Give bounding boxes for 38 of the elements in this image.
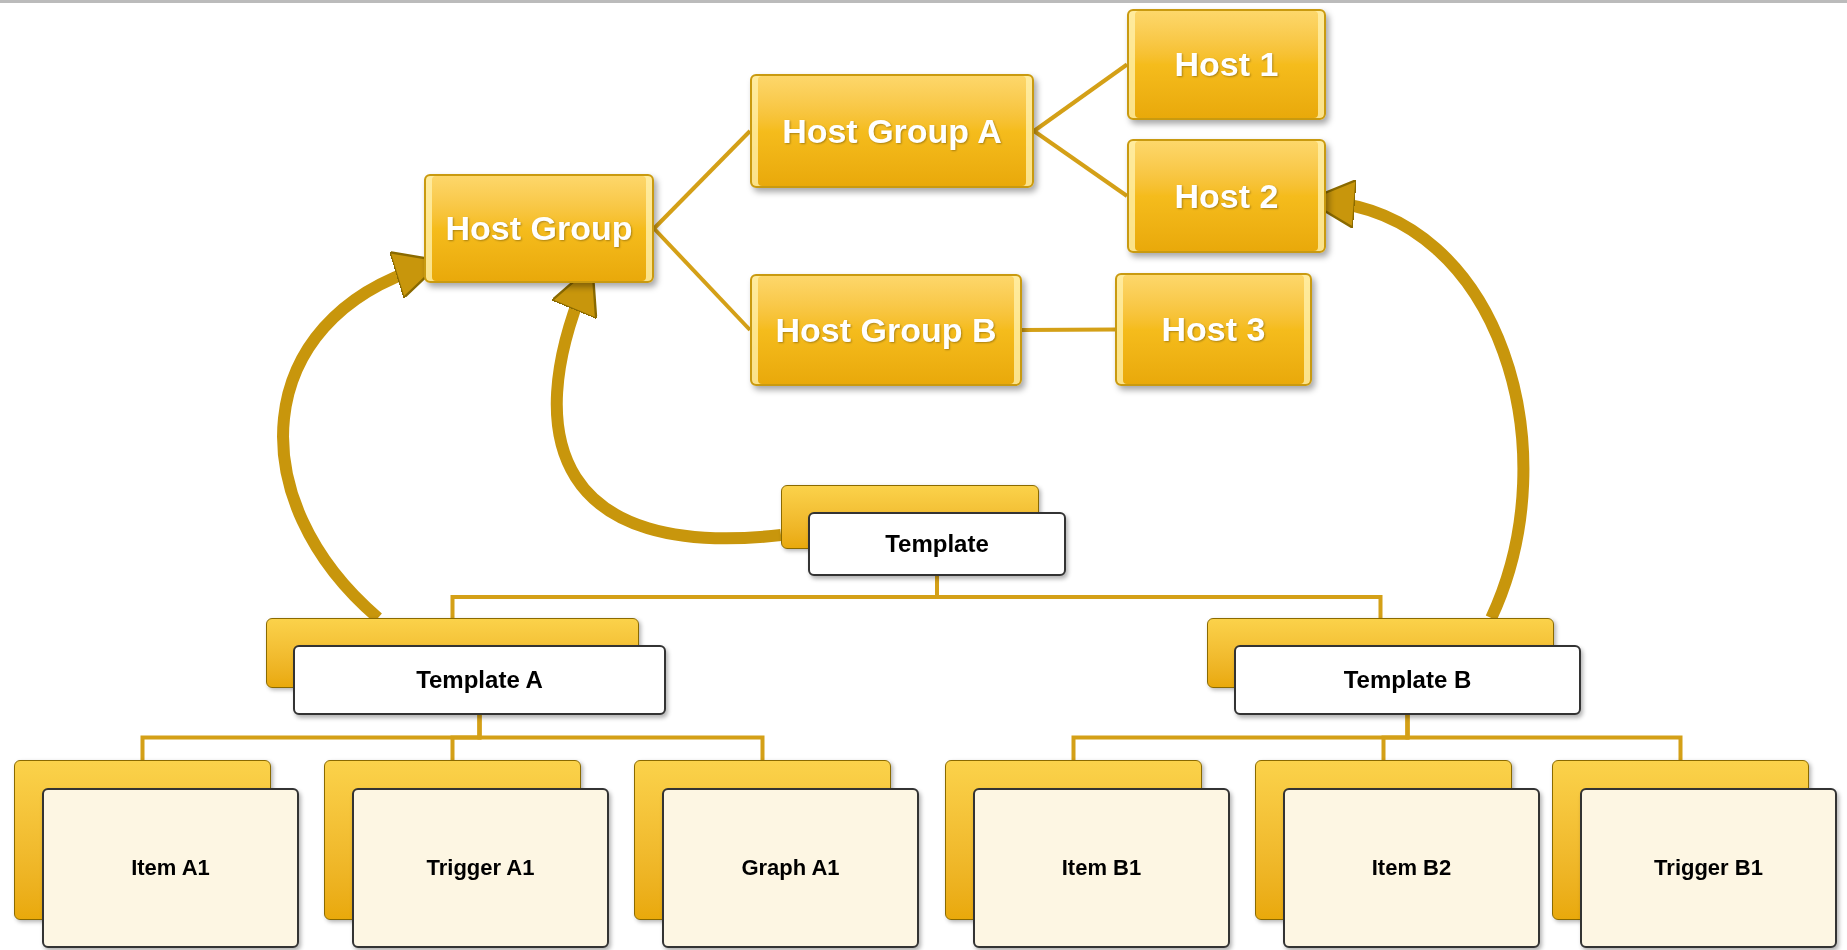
node-label: Trigger B1 xyxy=(1654,854,1763,882)
node-label: Host Group xyxy=(445,208,633,250)
connector-line xyxy=(1032,62,1129,133)
item-card xyxy=(945,760,1230,948)
node-label: Template xyxy=(885,529,989,559)
host-box xyxy=(750,74,1034,188)
connector-line xyxy=(477,715,765,760)
host-box xyxy=(750,274,1022,386)
node-label: Host 3 xyxy=(1161,309,1266,351)
node-label: Item A1 xyxy=(131,854,210,882)
node-label: Item B1 xyxy=(1061,854,1142,882)
item-card xyxy=(1255,760,1540,948)
template-card xyxy=(1207,618,1581,715)
connector-line xyxy=(935,576,1383,618)
node-label: Graph A1 xyxy=(741,854,840,882)
node-label: Host Group B xyxy=(775,309,997,351)
node-label: Host 2 xyxy=(1174,175,1279,217)
connector-line xyxy=(652,227,752,332)
host-box xyxy=(1127,9,1326,120)
node-label: Item B2 xyxy=(1371,854,1452,882)
host-box xyxy=(424,174,654,283)
connector-line xyxy=(1032,129,1129,198)
template-card xyxy=(781,485,1066,576)
connector-line xyxy=(1022,327,1115,332)
item-card xyxy=(324,760,609,948)
node-label: Host 1 xyxy=(1174,44,1279,86)
template-card xyxy=(266,618,666,715)
node-label: Template B xyxy=(1343,665,1472,695)
node-label: Host Group A xyxy=(782,110,1002,152)
connector-line xyxy=(652,129,752,230)
node-label: Trigger A1 xyxy=(426,854,535,882)
node-label: Template A xyxy=(416,665,543,695)
host-box xyxy=(1115,273,1312,386)
item-card xyxy=(634,760,919,948)
item-card xyxy=(14,760,299,948)
host-box xyxy=(1127,139,1326,253)
item-card xyxy=(1552,760,1837,948)
connector-line xyxy=(1405,715,1683,760)
